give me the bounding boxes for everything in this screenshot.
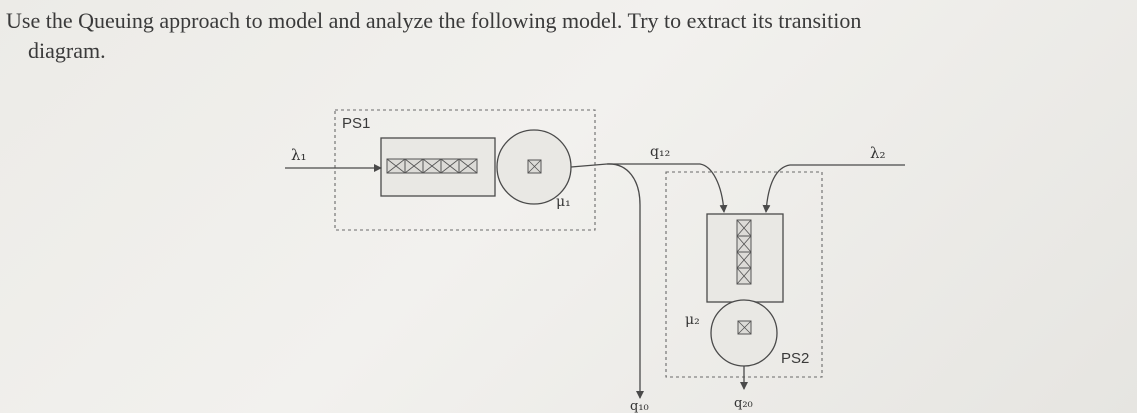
route-q12: q₁₂ [607, 144, 728, 213]
q12-arrow [607, 163, 728, 213]
ps2-server-job [737, 320, 752, 335]
problem-line-1: Use the Queuing approach to model and an… [6, 8, 862, 33]
arrival-lambda2: λ₂ [762, 144, 905, 213]
ps1-subsystem: PS1 μ₁ [334, 109, 596, 231]
q10-label: q₁₀ [630, 399, 649, 413]
lambda2-arrow [762, 164, 905, 213]
problem-statement: Use the Queuing approach to model and an… [6, 6, 1131, 66]
ps2-subsystem: PS2 μ₂ [665, 171, 823, 378]
ps2-queue-cells [736, 219, 752, 285]
ps1-queue-cells [386, 158, 478, 174]
problem-line-2: diagram. [28, 38, 106, 63]
lambda1-label: λ₁ [291, 146, 307, 164]
route-q20: q₂₀ [734, 366, 753, 411]
lambda2-label: λ₂ [870, 144, 886, 162]
mu1-label: μ₁ [556, 194, 571, 210]
ps1-server-job [527, 159, 542, 174]
q20-label: q₂₀ [734, 396, 753, 411]
arrival-lambda1: λ₁ [285, 146, 382, 172]
q10-arrow [606, 163, 644, 399]
ps1-output-line [570, 163, 608, 168]
ps1-label: PS1 [342, 115, 370, 132]
mu2-label: μ₂ [685, 312, 700, 328]
route-q10: q₁₀ [606, 163, 649, 413]
ps2-label: PS2 [781, 350, 809, 367]
q12-label: q₁₂ [650, 144, 670, 160]
ps1-boundary [334, 109, 596, 231]
